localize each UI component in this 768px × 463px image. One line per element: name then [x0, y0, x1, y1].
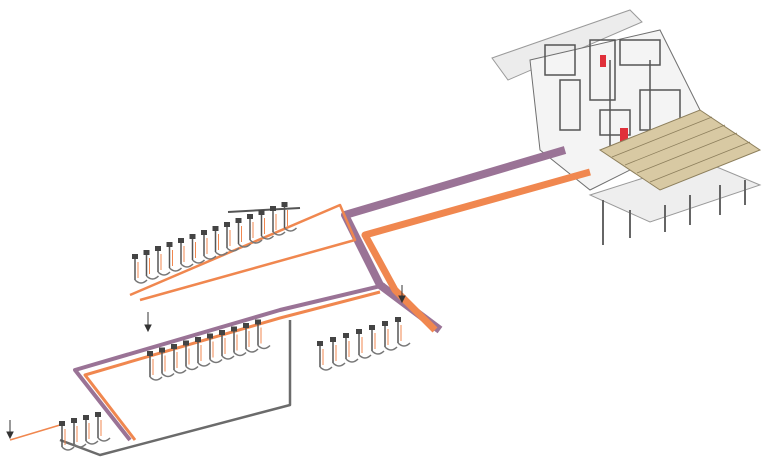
wellhead-lower-left: [71, 418, 87, 448]
return-pipe-trunk: [341, 146, 567, 334]
supply-pipe-trunk: [361, 168, 591, 333]
wellhead-middle: [195, 337, 211, 367]
wellhead-right: [317, 341, 333, 371]
main-trunk: [9, 146, 591, 457]
wellhead-middle: [171, 344, 187, 374]
wellhead-middle: [219, 330, 235, 360]
wellhead-upper: [258, 210, 275, 240]
down-arrow-marker-icon: [144, 312, 152, 333]
wellhead-upper: [281, 202, 298, 232]
wellhead-middle: [159, 347, 175, 378]
wellhead-upper: [178, 238, 194, 268]
wellhead-right: [356, 329, 372, 359]
down-arrow-marker-icon: [6, 420, 14, 440]
wellhead-middle: [243, 323, 259, 353]
wellhead-middle: [255, 319, 271, 350]
wellhead-right: [369, 325, 385, 355]
markers: [6, 285, 406, 440]
supply-pipe-branch: [83, 290, 381, 441]
wellhead-upper: [201, 230, 217, 260]
wellhead-upper: [166, 242, 183, 272]
wellhead-upper: [235, 218, 252, 248]
down-arrow-marker-icon: [398, 285, 406, 304]
wellhead-upper: [212, 226, 229, 256]
supply-lead-left: [9, 424, 61, 441]
wellhead-lower-left: [95, 412, 111, 442]
wooden-deck: [598, 109, 762, 191]
building-columns: [602, 180, 746, 245]
wellhead-upper: [189, 234, 206, 264]
wellhead-middle: [183, 340, 199, 371]
wellhead-lower-left: [83, 415, 99, 445]
wellhead-right: [395, 317, 411, 347]
wellhead-lower-left: [59, 421, 75, 451]
wellhead-upper: [143, 250, 160, 280]
wellhead-upper: [270, 206, 286, 236]
return-pipe-branch: [73, 283, 386, 442]
wellhead-middle: [207, 333, 223, 364]
wellhead-middle: [147, 351, 163, 381]
wellhead-right: [343, 333, 359, 363]
wellhead-right: [382, 321, 398, 351]
wellhead-upper: [247, 214, 263, 244]
supply-pipe-upper-header: [129, 203, 357, 302]
well-clusters: [59, 202, 411, 451]
wellhead-upper: [132, 254, 148, 284]
wellhead-upper: [224, 222, 240, 252]
wellhead-right: [330, 337, 346, 367]
deck-slats: [611, 116, 751, 183]
wellhead-middle: [231, 326, 247, 357]
wellhead-upper: [155, 246, 171, 276]
building: [491, 9, 762, 245]
